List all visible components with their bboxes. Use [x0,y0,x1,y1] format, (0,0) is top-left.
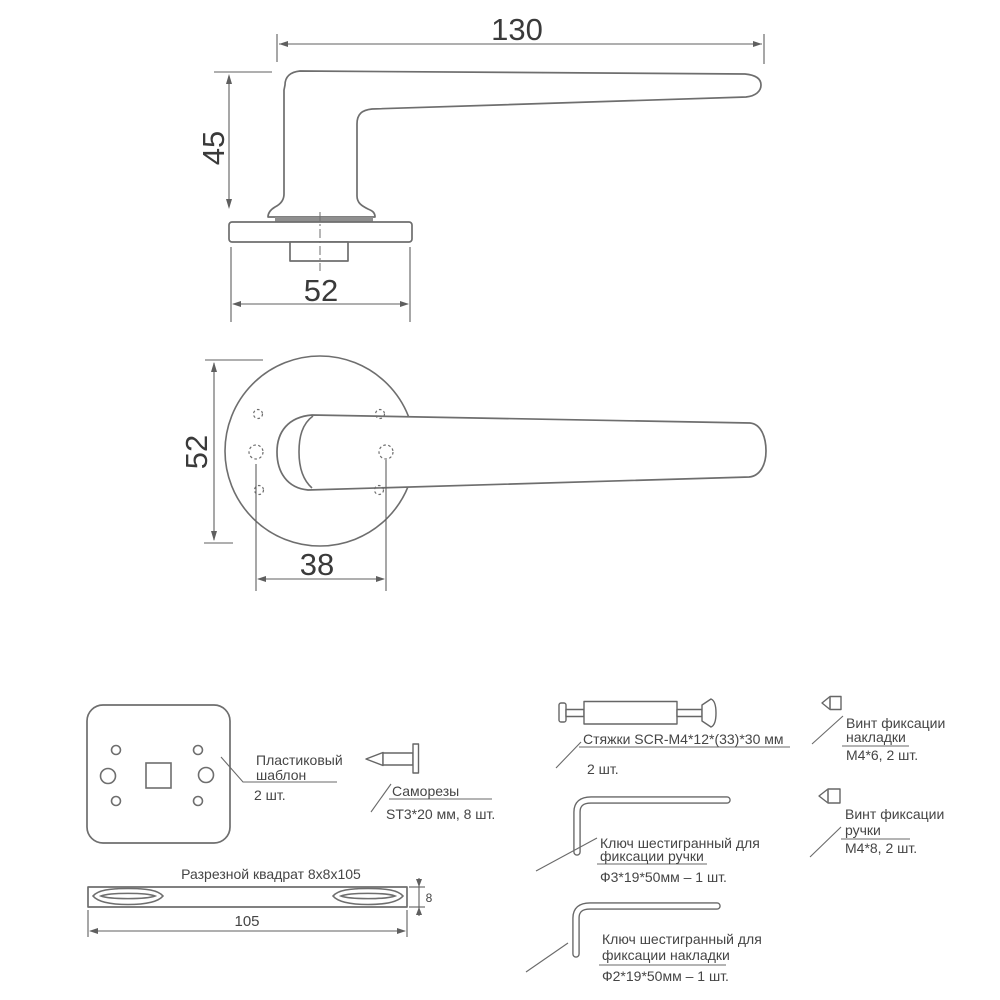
part-hex-key-handle: Ключ шестигранный для фиксации ручки Ф3*… [535,796,760,885]
part-bolts: Стяжки SCR-M4*12*(33)*30 мм 2 шт. [555,698,790,777]
parts-list: Пластиковый шаблон 2 шт. Саморезы ST3*20… [86,695,945,984]
bolt-icon [558,698,717,728]
part-plate-screw: Винт фиксации накладки M4*6, 2 шт. [811,695,945,763]
spindle-split-right [331,887,405,906]
dim-105: 105 [87,910,408,937]
bolts-label: Стяжки SCR-M4*12*(33)*30 мм [583,731,784,747]
rosette-holes [248,408,394,496]
dim-105-label: 105 [234,913,259,930]
dim-52-side: 52 [230,247,411,322]
dim-45: 45 [196,71,272,209]
spindle-title: Разрезной квадрат 8x8x105 [181,866,361,882]
template-qty: 2 шт. [254,787,286,803]
part-spindle: Разрезной квадрат 8x8x105 8 [87,866,433,937]
dim-38-label: 38 [300,547,334,582]
bolts-qty: 2 шт. [587,761,619,777]
handle-front-profile [276,414,767,491]
plate-screw-line2: накладки [846,729,906,745]
hex-key-icon [572,902,721,958]
handle-screw-line2: ручки [845,822,881,838]
dim-130: 130 [276,12,765,64]
template-square-hole [145,762,172,789]
template-leader [220,756,337,783]
spindle-boss-side [289,241,349,262]
plate-screw-spec: M4*6, 2 шт. [846,747,918,763]
screws-spec: ST3*20 мм, 8 шт. [386,806,495,822]
machine-screw-icon [818,788,841,804]
dim-130-label: 130 [491,12,543,47]
hex-key-handle-line2: фиксации ручки [600,848,704,864]
dim-38: 38 [255,460,387,591]
handle-screw-line1: Винт фиксации [845,806,944,822]
hex-key-handle-line1: Ключ шестигранный для [600,835,760,851]
handle-foot-shadow [275,217,373,222]
template-label-line2: шаблон [256,767,306,783]
part-template: Пластиковый шаблон 2 шт. [86,704,343,844]
screws-label: Саморезы [392,783,459,799]
part-handle-screw: Винт фиксации ручки M4*8, 2 шт. [809,788,944,858]
screw-icon [365,743,420,774]
dim-8: 8 [409,878,433,916]
front-view: 52 38 [179,355,767,591]
dim-45-label: 45 [196,131,231,165]
machine-screw-icon [821,695,842,711]
dim-52-front-label: 52 [179,435,214,469]
template-label-line1: Пластиковый [256,752,343,768]
hex-key-plate-line2: фиксации накладки [602,947,730,963]
handle-screw-spec: M4*8, 2 шт. [845,840,917,856]
dim-8-label: 8 [426,891,433,905]
hex-key-icon [573,796,731,856]
spindle-split-left [91,887,165,906]
part-screws: Саморезы ST3*20 мм, 8 шт. [365,743,495,822]
dim-52-side-label: 52 [304,273,338,308]
template-plate [86,704,231,844]
hex-key-handle-spec: Ф3*19*50мм – 1 шт. [600,869,727,885]
part-hex-key-plate: Ключ шестигранный для фиксации накладки … [525,902,762,984]
spindle-bar [87,886,408,908]
dim-52-front: 52 [179,359,263,544]
hex-key-plate-spec: Ф2*19*50мм – 1 шт. [602,968,729,984]
handle-side-profile [267,70,762,218]
hex-key-plate-line1: Ключ шестигранный для [602,931,762,947]
plate-screw-line1: Винт фиксации [846,715,945,731]
handle-collar-arc [298,415,314,489]
side-view: 130 45 52 [196,12,765,322]
